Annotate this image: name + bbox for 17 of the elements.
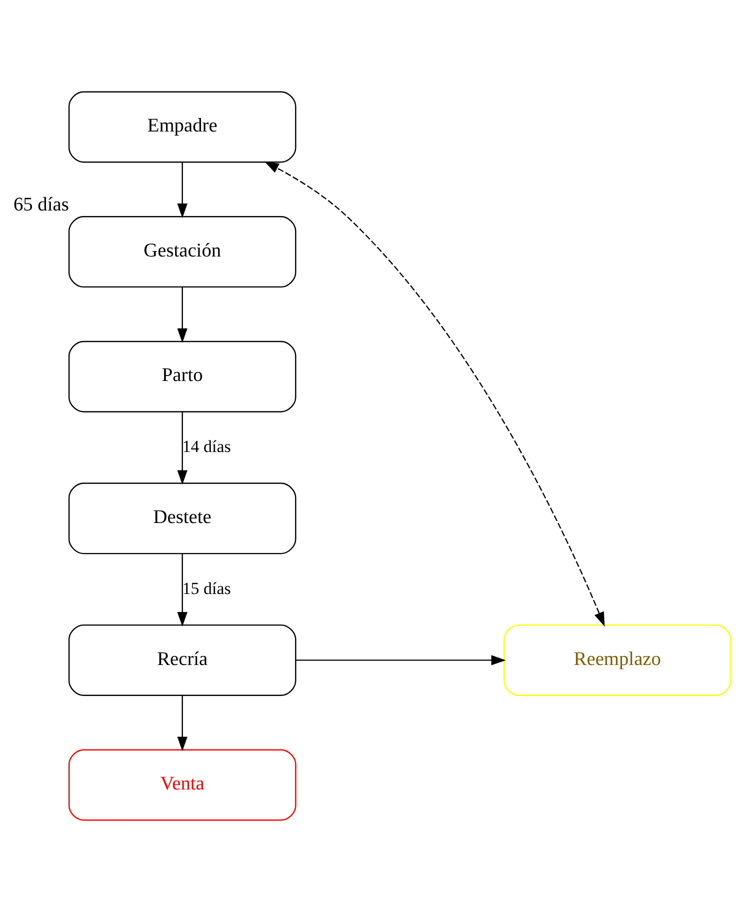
node-box: Venta	[68, 749, 296, 821]
edge-label: 15 días	[182, 578, 231, 598]
node-label: 65 días	[13, 194, 69, 216]
node-box: Empadre	[68, 91, 296, 163]
node-box: Reemplazo	[503, 624, 732, 696]
node-box: Recría	[68, 624, 296, 696]
edge-label: 14 días	[182, 437, 231, 456]
node-box: Gestación	[68, 216, 296, 288]
arrow	[177, 696, 188, 752]
arrow	[296, 655, 506, 666]
arrow	[177, 412, 188, 485]
node-box: Destete	[68, 482, 296, 554]
arrow	[177, 554, 188, 627]
node-box: Parto	[68, 340, 296, 412]
arrow	[264, 161, 605, 627]
arrow	[177, 287, 188, 343]
arrow	[177, 162, 188, 218]
